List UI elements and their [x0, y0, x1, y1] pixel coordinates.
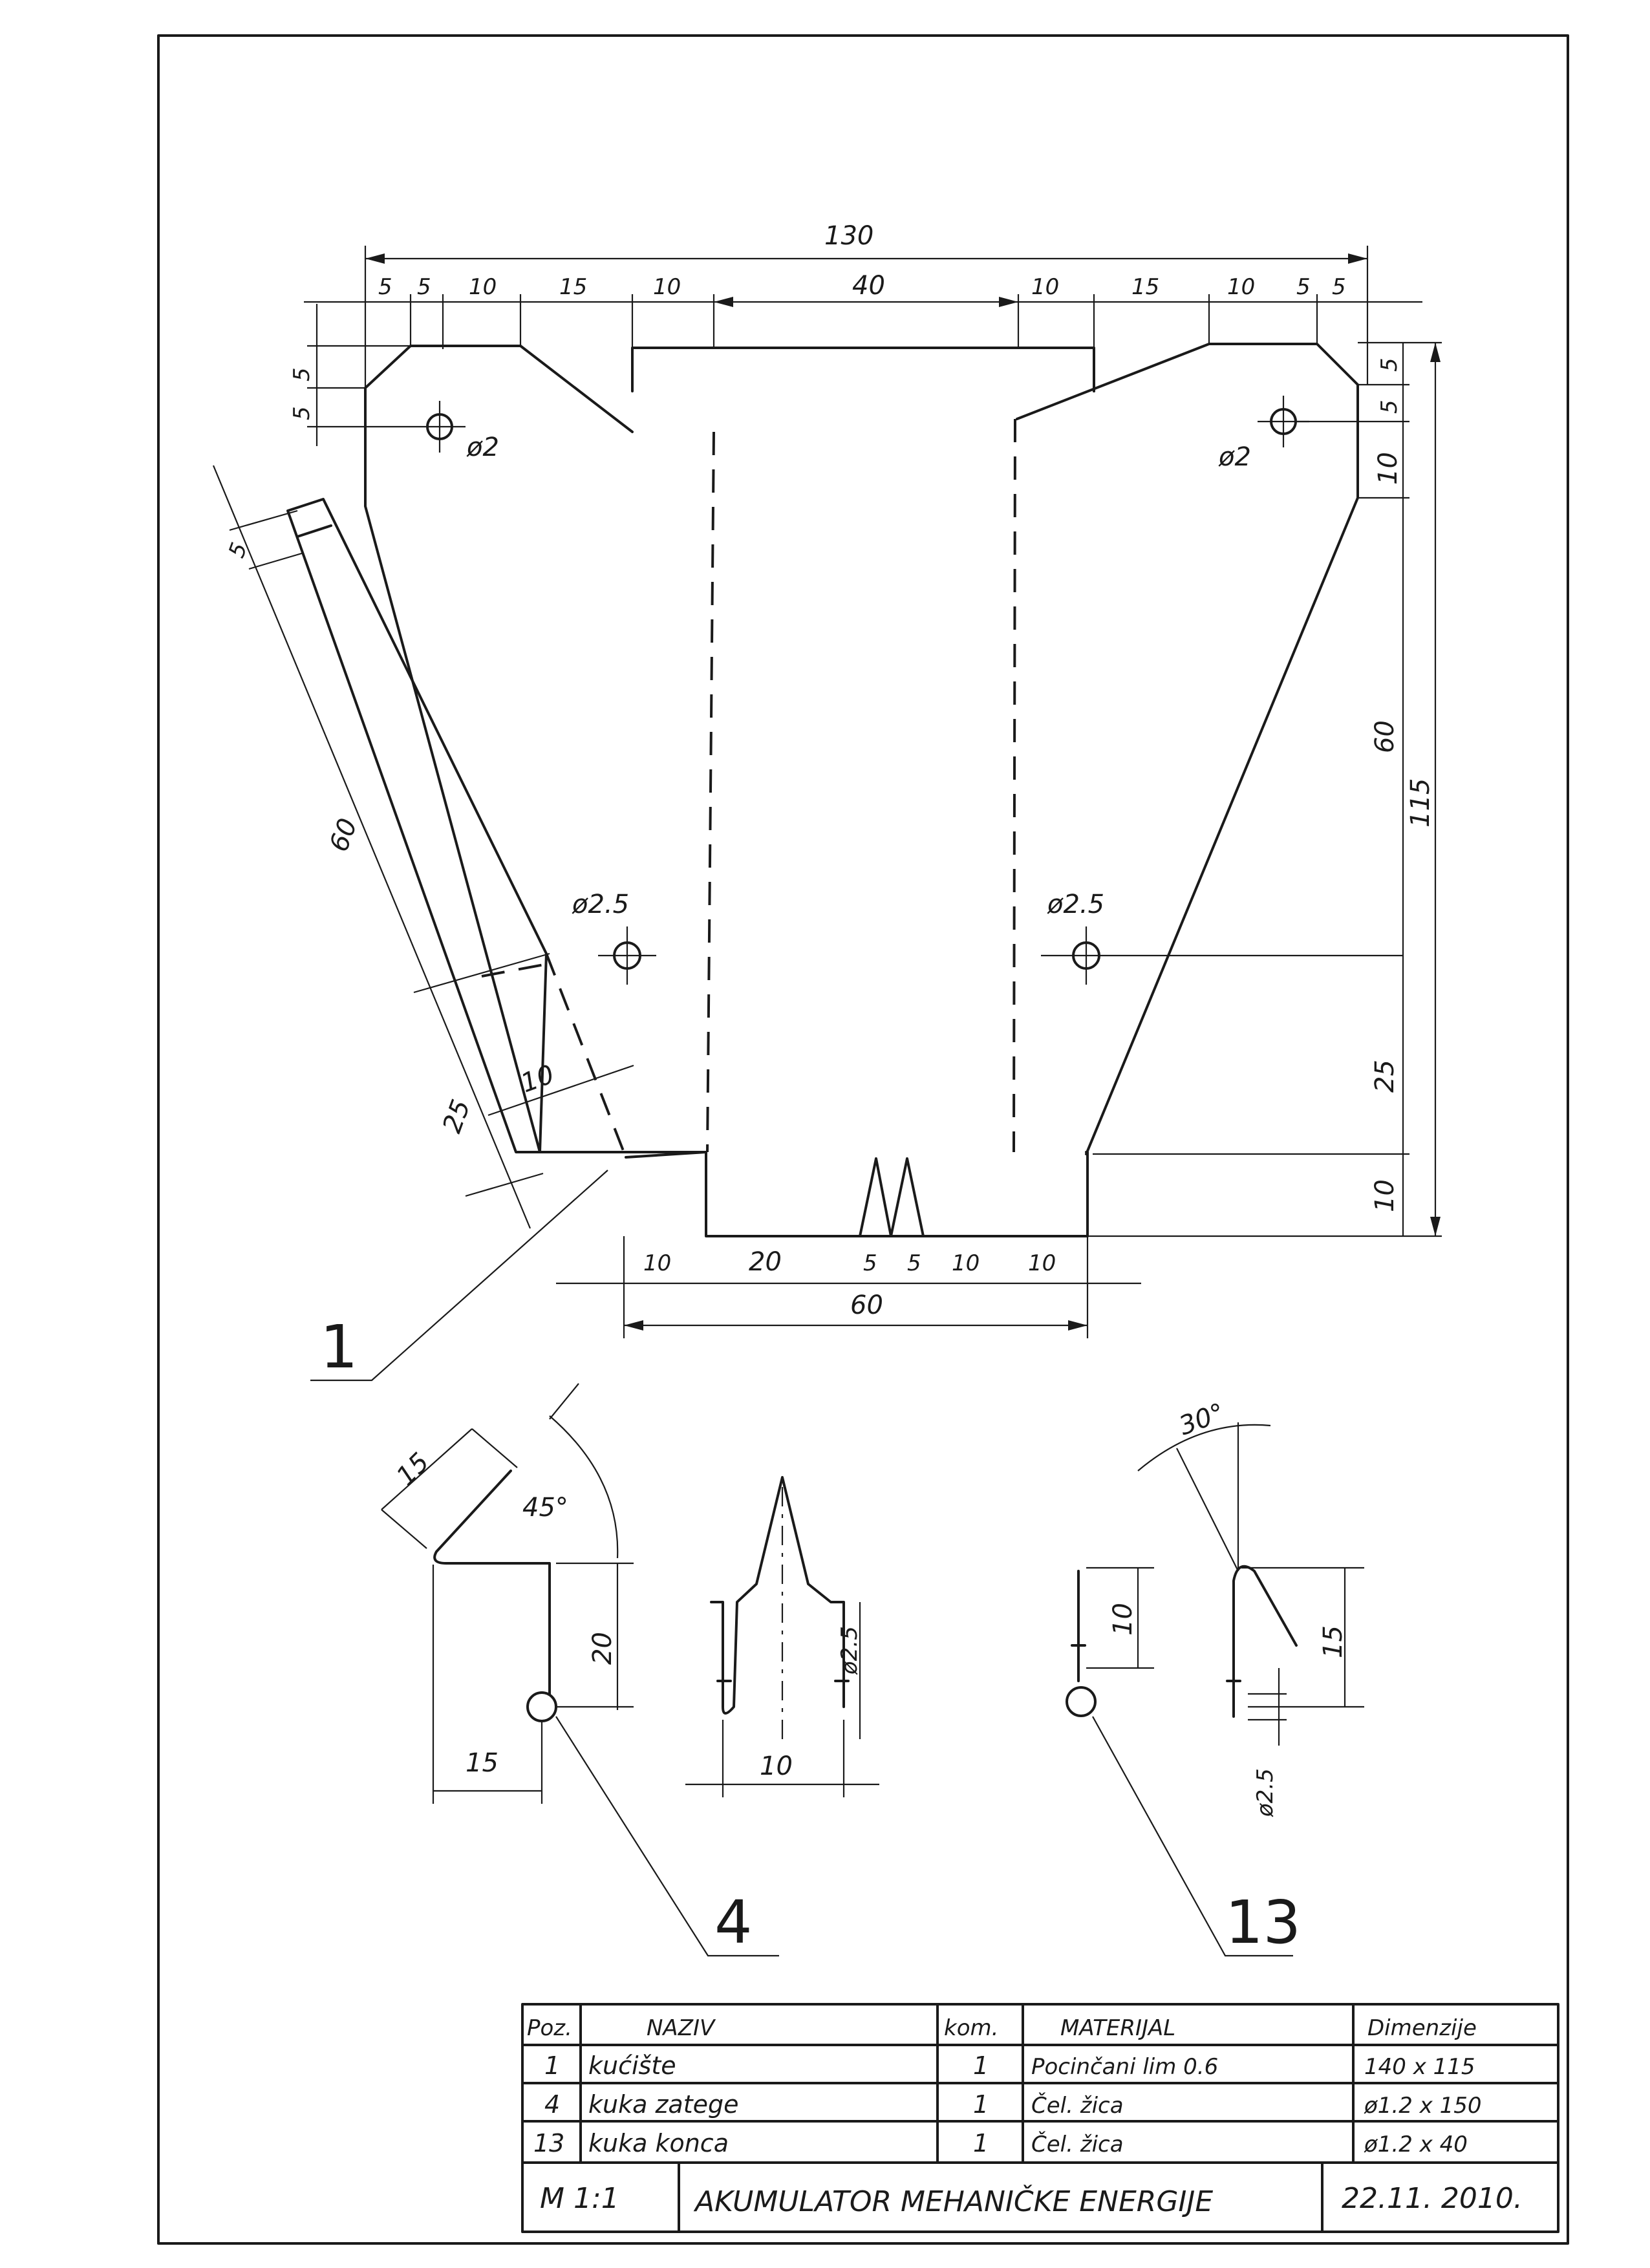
svg-text:13: 13: [533, 2129, 564, 2157]
svg-text:ø2.5: ø2.5: [1252, 1768, 1278, 1817]
svg-text:10: 10: [1370, 1179, 1400, 1212]
svg-text:5: 5: [1296, 274, 1311, 300]
svg-text:20: 20: [588, 1632, 617, 1665]
housing-top-band: [631, 347, 1095, 392]
tb-date: 22.11. 2010.: [1342, 2182, 1523, 2215]
part-13-thread-hook: 30° 10 15 ø2.5 13: [1066, 1398, 1364, 1957]
svg-text:5: 5: [417, 274, 431, 300]
dim-top-overall: 130: [824, 221, 873, 251]
svg-text:115: 115: [1406, 778, 1435, 828]
flap-dimensions: 5 60 25 10: [212, 465, 634, 1229]
svg-text:5: 5: [1377, 358, 1402, 372]
leader-pos-13: [1092, 1716, 1293, 1957]
svg-text:ø1.2 x 40: ø1.2 x 40: [1364, 2132, 1468, 2157]
svg-text:10: 10: [952, 1250, 980, 1276]
svg-text:5: 5: [224, 539, 253, 561]
tb-header-pos: Poz.: [527, 2015, 572, 2041]
svg-text:60: 60: [324, 815, 363, 856]
hole-label-small-right: ø2: [1218, 442, 1251, 472]
svg-text:1: 1: [973, 2051, 989, 2080]
svg-text:15: 15: [1131, 274, 1159, 300]
housing-left-flap: [286, 498, 548, 1153]
svg-text:5: 5: [289, 406, 315, 420]
svg-text:10: 10: [1108, 1603, 1138, 1636]
hole-small-right: [1258, 396, 1309, 447]
right-dimensions: 5 5 10 60 115 25 10: [1088, 341, 1442, 1237]
tb-row-2: 4 kuka zatege 1 Čel. žica ø1.2 x 150: [544, 2090, 1482, 2119]
svg-text:60: 60: [1370, 720, 1400, 753]
tb-row-1: 1 kućište 1 Pocinčani lim 0.6 140 x 115: [544, 2051, 1475, 2080]
svg-text:40: 40: [852, 271, 885, 301]
hole-label-large-left: ø2.5: [572, 890, 629, 919]
svg-text:Pocinčani lim 0.6: Pocinčani lim 0.6: [1031, 2054, 1218, 2080]
housing-left-outline: [364, 345, 1089, 1237]
svg-text:ø1.2 x 150: ø1.2 x 150: [1364, 2093, 1482, 2119]
svg-text:25: 25: [437, 1096, 477, 1137]
svg-text:Čel. žica: Čel. žica: [1031, 2092, 1124, 2119]
sheet-border: [157, 34, 1569, 2245]
svg-text:15: 15: [391, 1448, 436, 1492]
fold-line-right: [1012, 418, 1016, 1153]
svg-text:10: 10: [760, 1751, 793, 1781]
hole-label-large-right: ø2.5: [1047, 890, 1104, 919]
svg-text:1: 1: [544, 2051, 560, 2080]
svg-text:ø2.5: ø2.5: [837, 1626, 862, 1675]
svg-text:5: 5: [1377, 400, 1402, 414]
position-label-4: 4: [714, 1888, 753, 1957]
svg-text:15: 15: [1318, 1625, 1348, 1658]
svg-text:25: 25: [1370, 1060, 1400, 1093]
svg-text:10: 10: [469, 274, 497, 300]
svg-text:1: 1: [973, 2090, 989, 2119]
svg-text:5: 5: [1332, 274, 1346, 300]
svg-text:kuka konca: kuka konca: [588, 2129, 729, 2157]
svg-text:Čel. žica: Čel. žica: [1031, 2131, 1124, 2157]
svg-text:4: 4: [544, 2090, 560, 2119]
tb-scale: M 1:1: [540, 2182, 619, 2215]
svg-text:10: 10: [1028, 1250, 1056, 1276]
svg-text:10: 10: [1373, 452, 1403, 485]
leader-pos-4: [555, 1716, 779, 1957]
tb-header-materijal: MATERIJAL: [1060, 2015, 1175, 2041]
hole-large-left: [598, 926, 656, 985]
bottom-dimensions: 60 10 20 5 5 10 10: [556, 1236, 1141, 1338]
svg-text:5: 5: [378, 274, 392, 300]
svg-text:kućište: kućište: [588, 2051, 676, 2080]
tb-header-naziv: NAZIV: [647, 2015, 716, 2041]
svg-text:45°: 45°: [522, 1493, 568, 1523]
part-4-tension-hook: 15 45° 20 15 ø2.5 10 4: [381, 1383, 879, 1957]
hole-label-small-left: ø2: [466, 433, 499, 462]
fold-line-left: [706, 431, 715, 1153]
svg-text:5: 5: [289, 367, 315, 381]
svg-text:10: 10: [1031, 274, 1059, 300]
part-1-housing: ø2 ø2 ø2.5 ø2.5 130 5 5 10 1: [212, 221, 1442, 1382]
hole-small-left: [414, 401, 466, 453]
top-dimensions: 130 5 5 10 15 10 40 10 15 10 5 5: [304, 221, 1422, 388]
housing-right-outline: [1016, 343, 1359, 1155]
housing-notch: [859, 1157, 925, 1237]
tb-header-dimenzije: Dimenzije: [1367, 2015, 1477, 2041]
dim-bottom-overall: 60: [850, 1290, 883, 1320]
svg-text:5: 5: [863, 1250, 877, 1276]
svg-text:30°: 30°: [1175, 1398, 1228, 1441]
svg-text:10: 10: [643, 1250, 671, 1276]
svg-text:20: 20: [749, 1247, 782, 1277]
svg-text:5: 5: [907, 1250, 921, 1276]
tb-header-kom: kom.: [944, 2015, 998, 2041]
title-block: Poz. NAZIV kom. MATERIJAL Dimenzije 1 ku…: [521, 2003, 1559, 2233]
svg-text:15: 15: [466, 1748, 498, 1778]
position-label-1: 1: [320, 1312, 358, 1382]
tb-title: AKUMULATOR MEHANIČKE ENERGIJE: [693, 2184, 1213, 2218]
position-label-13: 13: [1225, 1888, 1301, 1957]
svg-text:kuka zatege: kuka zatege: [588, 2090, 738, 2119]
svg-text:1: 1: [973, 2129, 989, 2157]
left-top-dimensions: 5 5: [289, 304, 414, 446]
svg-text:10: 10: [653, 274, 681, 300]
svg-text:10: 10: [1227, 274, 1255, 300]
svg-text:140 x 115: 140 x 115: [1364, 2054, 1475, 2080]
hole-large-right: [1041, 926, 1403, 985]
svg-text:15: 15: [559, 274, 587, 300]
tb-row-3: 13 kuka konca 1 Čel. žica ø1.2 x 40: [533, 2129, 1468, 2157]
leader-pos-1: [310, 1170, 608, 1382]
